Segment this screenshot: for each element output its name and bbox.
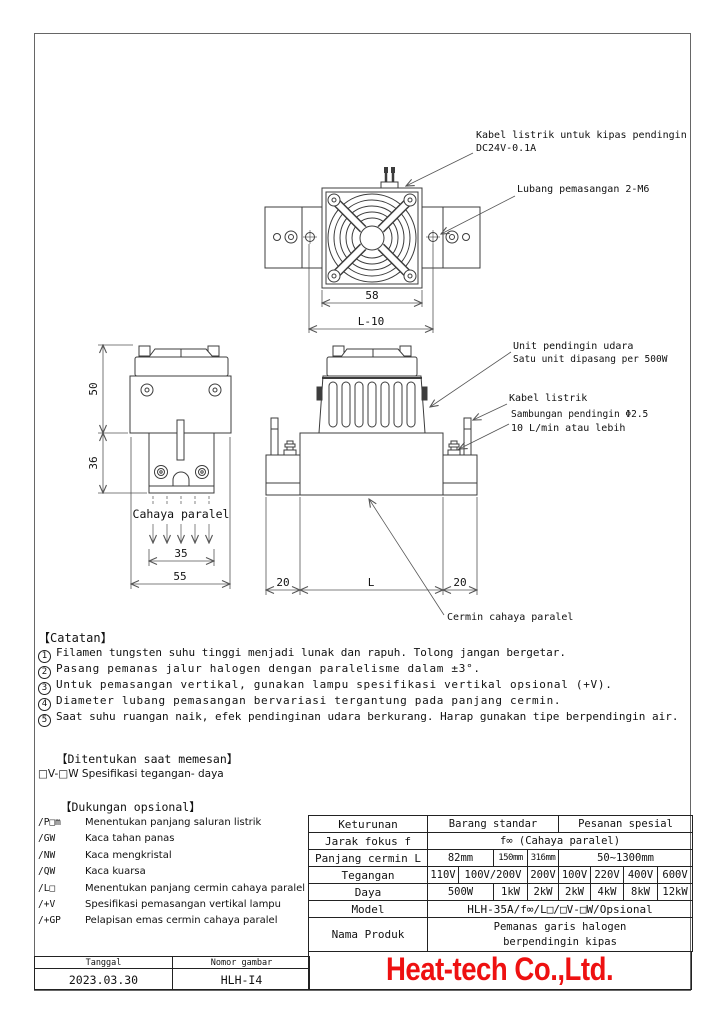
ordering-title: 【Ditentukan saat memesan】	[56, 752, 239, 766]
option-code: /+GP	[38, 915, 61, 927]
note-number: 4	[38, 698, 51, 711]
option-desc: Kaca tahan panas	[85, 833, 175, 845]
spec-cell: 200V	[526, 866, 560, 884]
spec-row-label: Nama Produk	[308, 917, 428, 952]
spec-row-power: Daya 500W 1kW 2kW 2kW 4kW 8kW 12kW	[308, 883, 694, 901]
note-item: 5 Saat suhu ruangan naik, efek pendingina…	[38, 710, 679, 727]
spec-row-label: Jarak fokus f	[308, 832, 428, 850]
spec-cell: 500W	[427, 883, 494, 901]
spec-row-product-name: Nama Produk Pemanas garis halogen berpen…	[308, 917, 694, 952]
spec-cell: 4kW	[590, 883, 625, 901]
spec-cell: 82mm	[427, 849, 494, 867]
spec-cell: 100V/200V	[458, 866, 528, 884]
note-number: 2	[38, 666, 51, 679]
product-name-line1: Pemanas garis halogen	[493, 920, 627, 933]
note-number: 5	[38, 714, 51, 727]
spec-table: Keturunan Barang standar Pesanan spesial…	[308, 815, 694, 952]
spec-cell-model: HLH-35A/f∞/L□/□V-□W/Opsional	[426, 900, 694, 918]
product-name-line2: berpendingin kipas	[503, 935, 617, 948]
spec-cell: 150mm	[493, 849, 528, 867]
option-item: /+GP Pelapisan emas cermin cahaya paralel	[38, 915, 338, 931]
drawing-number-label: Nomor gambar	[173, 957, 310, 969]
spec-row-label: Keturunan	[308, 815, 428, 833]
note-text: Saat suhu ruangan naik, efek pendinginan…	[56, 710, 679, 723]
spec-cell: 12kW	[657, 883, 694, 901]
spec-cell-product-name: Pemanas garis halogen berpendingin kipas	[426, 917, 694, 952]
note-text: Pasang pemanas jalur halogen dengan para…	[56, 662, 481, 675]
note-text: Diameter lubang pemasangan bervariasi te…	[56, 694, 562, 707]
spec-cell: 50~1300mm	[558, 849, 694, 867]
option-item: /+V Spesifikasi pemasangan vertikal lampu	[38, 899, 338, 915]
spec-cell-special: Pesanan spesial	[558, 815, 694, 833]
note-number: 1	[38, 650, 51, 663]
option-item: /L□ Menentukan panjang cermin cahaya para…	[38, 883, 338, 899]
drawing-number-value: HLH-I4	[220, 972, 263, 987]
spec-cell: 2kW	[526, 883, 560, 901]
title-block: Tanggal Nomor gambar 2023.03.30 HLH-I4	[34, 956, 310, 990]
option-desc: Spesifikasi pemasangan vertikal lampu	[85, 898, 281, 910]
note-text: Untuk pemasangan vertikal, gunakan lampu…	[56, 678, 613, 691]
spec-row-lineage: Keturunan Barang standar Pesanan spesial	[308, 815, 694, 833]
note-text: Filamen tungsten suhu tinggi menjadi lun…	[56, 646, 566, 659]
spec-row-label: Daya	[308, 883, 428, 901]
company-logo: Heat-tech Co.,Ltd.	[386, 952, 614, 988]
option-code: /+V	[38, 898, 56, 910]
note-item: 2 Pasang pemanas jalur halogen dengan par…	[38, 662, 668, 679]
ordering-item: □V-□W Spesifikasi tegangan- daya	[38, 768, 224, 780]
date-value: 2023.03.30	[35, 969, 173, 990]
option-item: /P□m Menentukan panjang saluran listrik	[38, 817, 338, 833]
option-desc: Pelapisan emas cermin cahaya paralel	[85, 915, 278, 927]
option-code: /QW	[38, 866, 56, 878]
option-code: /L□	[38, 882, 56, 894]
note-number: 3	[38, 682, 51, 695]
spec-cell: 316mm	[526, 849, 560, 867]
spec-row-label: Tegangan	[308, 866, 428, 884]
options-title: 【Dukungan opsional】	[60, 800, 201, 814]
option-code: /GW	[38, 833, 56, 845]
option-desc: Menentukan panjang saluran listrik	[85, 817, 262, 828]
date-label: Tanggal	[35, 957, 173, 969]
company-logo-box: Heat-tech Co.,Ltd.	[308, 951, 692, 990]
spec-cell: 2kW	[558, 883, 592, 901]
spec-cell-standard: Barang standar	[426, 815, 560, 833]
note-item: 3 Untuk pemasangan vertikal, gunakan lamp…	[38, 678, 668, 695]
option-code: /NW	[38, 849, 56, 861]
note-item: 4 Diameter lubang pemasangan bervariasi t…	[38, 694, 668, 711]
option-code: /P□m	[38, 817, 61, 828]
option-desc: Menentukan panjang cermin cahaya paralel	[85, 882, 306, 894]
notes-section: 【Catatan】 1 Filamen tungsten suhu tinggi …	[38, 629, 679, 727]
spec-row-label: Model	[308, 900, 428, 918]
option-desc: Kaca kuarsa	[85, 866, 146, 878]
spec-cell: 100V	[558, 866, 592, 884]
spec-row-voltage: Tegangan 110V 100V/200V 200V 100V 220V 4…	[308, 866, 694, 884]
note-item: 1 Filamen tungsten suhu tinggi menjadi lu…	[38, 646, 668, 663]
spec-cell: 110V	[427, 866, 459, 884]
spec-row-focal: Jarak fokus f f∞ (Cahaya paralel)	[308, 832, 694, 850]
option-item: /NW Kaca mengkristal	[38, 850, 338, 866]
spec-cell: 400V	[623, 866, 659, 884]
option-item: /GW Kaca tahan panas	[38, 833, 338, 849]
spec-row-label: Panjang cermin L	[308, 849, 428, 867]
spec-cell: 8kW	[623, 883, 659, 901]
spec-cell: 1kW	[493, 883, 528, 901]
spec-cell: 600V	[657, 866, 694, 884]
spec-row-model: Model HLH-35A/f∞/L□/□V-□W/Opsional	[308, 900, 694, 918]
option-desc: Kaca mengkristal	[85, 849, 172, 861]
spec-cell-focal-value: f∞ (Cahaya paralel)	[426, 832, 694, 850]
spec-row-mirror-length: Panjang cermin L 82mm 150mm 316mm 50~130…	[308, 849, 694, 867]
ordering-section: 【Ditentukan saat memesan】 □V-□W Spesifik…	[38, 751, 338, 780]
notes-title: 【Catatan】	[38, 631, 113, 645]
option-item: /QW Kaca kuarsa	[38, 866, 338, 882]
sheet-border-frame	[34, 33, 691, 991]
spec-cell: 220V	[590, 866, 625, 884]
